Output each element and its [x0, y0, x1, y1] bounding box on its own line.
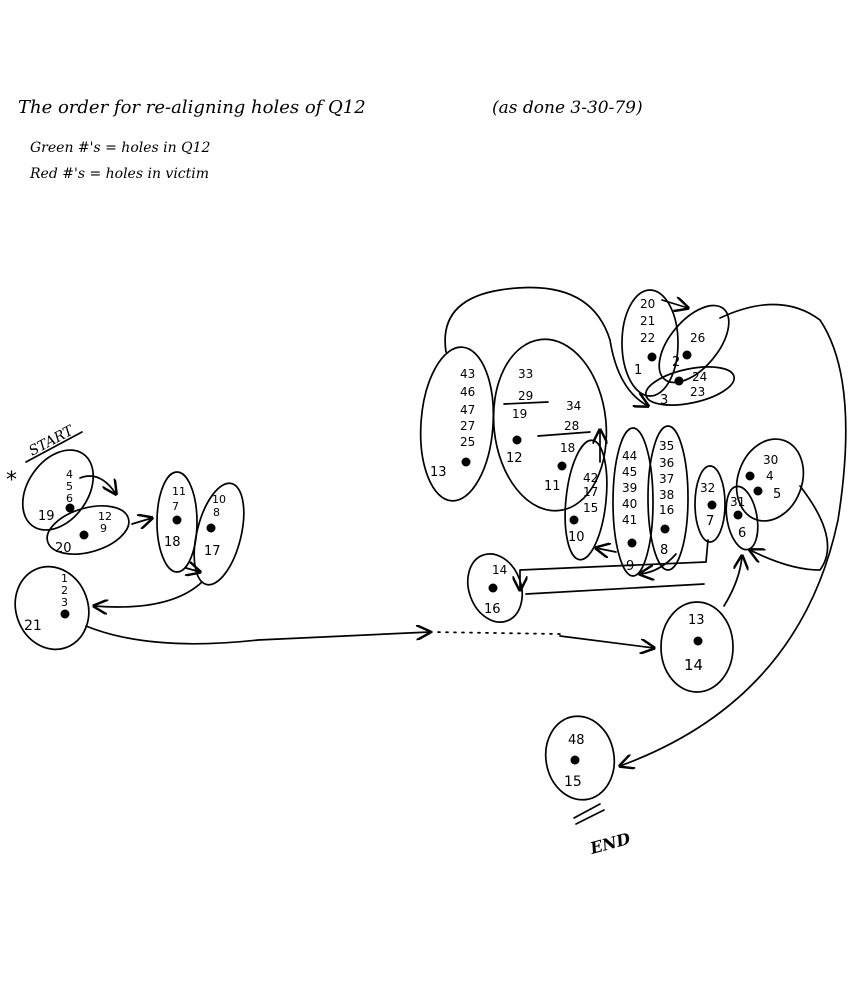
- diagram-title: The order for re-aligning holes of Q12: [18, 97, 366, 118]
- group-17: 10 8 17: [193, 482, 245, 586]
- group-17-top-1: 8: [213, 506, 220, 519]
- group-9-top-1: 45: [622, 465, 637, 479]
- group-11: 34 28 18 11: [537, 399, 591, 494]
- group-14: 13 14: [660, 601, 734, 693]
- group-9-top-2: 39: [622, 481, 637, 495]
- group-6-hole: 6: [738, 526, 746, 541]
- end-label: END: [573, 803, 632, 858]
- group-9-hole: 9: [626, 559, 634, 574]
- group-12-top-2: 19: [512, 407, 527, 421]
- group-5: 30 4 5: [735, 438, 805, 522]
- group-11-hole: 11: [544, 479, 561, 494]
- group-10-top-2: 15: [583, 501, 598, 515]
- end-text: END: [587, 829, 632, 858]
- group-21-top-2: 3: [61, 596, 68, 609]
- group-8-top-1: 36: [659, 456, 674, 470]
- group-19-top-0: 4: [66, 468, 73, 481]
- group-7-top-0: 32: [700, 481, 715, 495]
- arrow-path: [79, 286, 847, 766]
- group-13-hole: 13: [430, 465, 447, 480]
- group-12-top-1: 29: [518, 389, 533, 403]
- group-12-hole: 12: [506, 451, 523, 466]
- group-3-top-1: 23: [690, 385, 705, 399]
- group-13-top-0: 43: [460, 367, 475, 381]
- group-8-top-3: 38: [659, 488, 674, 502]
- group-19-top-1: 5: [66, 480, 73, 493]
- group-16-top-0: 14: [492, 563, 507, 577]
- group-3: 24 23 3: [644, 366, 736, 408]
- group-12: 33 29 19 12: [492, 338, 608, 512]
- group-12-top-0: 33: [518, 367, 533, 381]
- group-18: 11 7 18: [156, 471, 198, 573]
- date-note: (as done 3-30-79): [492, 98, 643, 118]
- group-18-top-1: 7: [172, 500, 179, 513]
- group-10-hole: 10: [568, 530, 585, 545]
- group-21: 1 2 3 21: [14, 565, 90, 651]
- group-8-top-2: 37: [659, 472, 674, 486]
- group-1: 20 21 22 1: [621, 289, 679, 397]
- group-16: 14 16: [466, 553, 524, 623]
- group-9-top-0: 44: [622, 449, 637, 463]
- group-19: 4 5 6 19: [21, 449, 95, 531]
- group-1-top-2: 22: [640, 331, 655, 345]
- group-21-top-0: 1: [61, 572, 68, 585]
- start-text: START: [26, 422, 77, 459]
- group-1-hole: 1: [634, 363, 642, 378]
- group-2-hole: 2: [672, 355, 680, 370]
- group-9-top-3: 40: [622, 497, 637, 511]
- group-10-top-1: 17: [583, 485, 598, 499]
- group-13: 43 46 47 27 25 13: [419, 346, 495, 502]
- group-11-top-1: 28: [564, 419, 579, 433]
- group-20-top-1: 9: [100, 522, 107, 535]
- group-1-top-0: 20: [640, 297, 655, 311]
- group-5-top-1: 4: [766, 469, 774, 483]
- group-21-top-1: 2: [61, 584, 68, 597]
- group-13-top-1: 46: [460, 385, 475, 399]
- group-11-top-2: 18: [560, 441, 575, 455]
- group-15-top-0: 48: [568, 733, 585, 748]
- group-13-top-3: 27: [460, 419, 475, 433]
- group-21-hole: 21: [24, 618, 42, 634]
- group-9: 44 45 39 40 41 9: [612, 427, 654, 577]
- group-19-top-2: 6: [66, 492, 73, 505]
- start-label: START: [25, 422, 83, 463]
- group-20-top-0: 12: [98, 510, 112, 523]
- group-3-top-0: 24: [692, 370, 707, 384]
- group-8-top-0: 35: [659, 439, 674, 453]
- group-19-hole: 19: [38, 509, 55, 524]
- legend-red: Red #'s = holes in victim: [29, 166, 209, 182]
- group-18-hole: 18: [164, 535, 181, 550]
- group-10: 42 17 15 10: [564, 439, 608, 561]
- group-13-top-4: 25: [460, 435, 475, 449]
- group-2: 26 2: [658, 304, 730, 384]
- group-17-top-0: 10: [212, 493, 226, 506]
- group-14-top-0: 13: [688, 613, 705, 628]
- group-3-hole: 3: [660, 393, 668, 408]
- group-5-top-0: 30: [763, 453, 778, 467]
- group-14-hole: 14: [684, 656, 703, 674]
- group-20-hole: 20: [55, 541, 72, 556]
- group-18-top-0: 11: [172, 485, 186, 498]
- legend-green: Green #'s = holes in Q12: [30, 140, 210, 156]
- group-8: 35 36 37 38 16 8: [647, 425, 689, 571]
- group-7-hole: 7: [706, 514, 714, 529]
- group-15-hole: 15: [564, 774, 582, 790]
- group-1-top-1: 21: [640, 314, 655, 328]
- group-7: 32 7: [694, 465, 726, 543]
- asterisk-mark: *: [6, 468, 17, 493]
- group-13-top-2: 47: [460, 403, 475, 417]
- group-9-top-4: 41: [622, 513, 637, 527]
- group-16-hole: 16: [484, 602, 501, 617]
- group-20: 12 9 20: [46, 505, 130, 556]
- group-17-hole: 17: [204, 544, 221, 559]
- group-2-top-0: 26: [690, 331, 705, 345]
- group-15: 48 15: [544, 715, 616, 801]
- group-10-top-0: 42: [583, 471, 598, 485]
- group-5-hole: 5: [773, 487, 781, 502]
- group-8-top-4: 16: [659, 503, 674, 517]
- group-8-hole: 8: [660, 543, 668, 558]
- group-11-top-0: 34: [566, 399, 581, 413]
